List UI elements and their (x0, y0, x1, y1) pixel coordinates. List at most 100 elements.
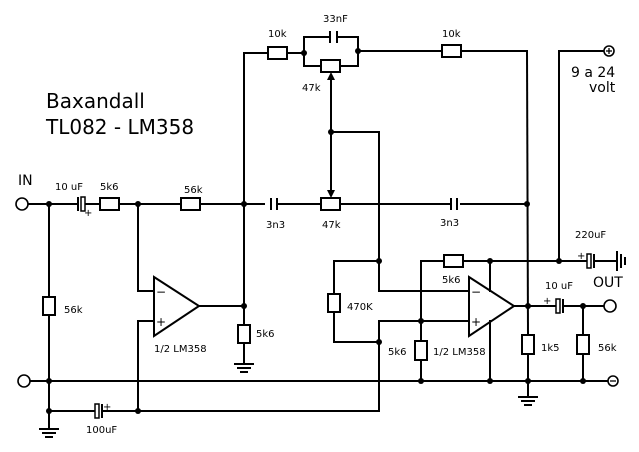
label-opamp-1: 1/2 LM358 (154, 344, 207, 355)
label-opamp-2: 1/2 LM358 (433, 347, 486, 358)
label-r-feedback: 5k6 (442, 275, 461, 286)
junction-dot (525, 303, 531, 309)
junction-dot (524, 201, 530, 207)
input-ground-terminal[interactable] (17, 374, 31, 388)
terminals (15, 45, 619, 388)
opamp-noninverting-sign: + (471, 315, 481, 329)
opamp-triangle (468, 275, 516, 338)
junction-dot (241, 303, 247, 309)
junction-dot (241, 201, 247, 207)
ground-icon (616, 251, 626, 271)
wiper-arrow-icon (327, 190, 335, 198)
label-r-in-series: 5k6 (100, 182, 119, 193)
junction-dot (46, 408, 52, 414)
resistors (42, 44, 590, 361)
resistor-470k (327, 293, 341, 313)
junction-dot (487, 258, 493, 264)
resistor-10k-bass-left (267, 46, 288, 60)
opamp-1: − + (153, 275, 201, 338)
title-line-2: TL082 - LM358 (45, 115, 194, 139)
label-r-bass-right: 10k (442, 29, 461, 40)
label-r-bass-left: 10k (268, 29, 287, 40)
label-pot-bass: 47k (302, 83, 321, 94)
capacitor-100uf (94, 403, 103, 419)
capacitor-33nf (329, 31, 338, 43)
junction-dot (135, 408, 141, 414)
junction-dot (556, 258, 562, 264)
supply-label-line-2: volt (589, 80, 616, 96)
junction-dot (328, 129, 334, 135)
supply-label-line-1: 9 a 24 (571, 65, 615, 81)
label-pot-treble: 47k (322, 220, 341, 231)
wire (525, 49, 530, 337)
resistor-56k-input (180, 197, 201, 211)
polarity-plus: + (84, 208, 92, 219)
opamp-inverting-sign: − (471, 285, 481, 299)
capacitor-3n3-left (270, 198, 278, 210)
label-r-bias-56k: 56k (64, 305, 83, 316)
junctions (46, 48, 586, 414)
polarity-plus: + (577, 251, 585, 262)
ground-symbols (39, 251, 626, 438)
resistor-1k5 (521, 334, 535, 355)
opamp-noninverting-sign: + (156, 315, 166, 329)
polarity-plus: + (103, 402, 111, 413)
title-line-1: Baxandall (46, 89, 145, 113)
label-c-in: 10 uF (55, 182, 83, 193)
ground-icon (234, 363, 254, 373)
label-c-treble-right: 3n3 (440, 218, 459, 229)
resistor-5k6-feedback (443, 254, 464, 268)
junction-dot (301, 50, 307, 56)
opamp-inverting-sign: − (156, 285, 166, 299)
ground-icon (518, 396, 538, 406)
label-c-out: 10 uF (545, 281, 573, 292)
label-r-in-56k: 56k (184, 185, 203, 196)
output-terminal[interactable] (603, 299, 617, 313)
resistor-56k-bias (42, 296, 56, 316)
label-c-treble-left: 3n3 (266, 220, 285, 231)
capacitor-3n3-right (450, 198, 458, 210)
polarity-plus: + (543, 296, 551, 307)
ground-icon (39, 428, 59, 438)
opamp-triangle (153, 275, 201, 338)
label-r-470k: 470K (347, 302, 373, 313)
output-label: OUT (593, 275, 623, 291)
junction-dot (46, 201, 52, 207)
junction-dot (46, 378, 52, 384)
label-c-bias: 100uF (86, 425, 117, 436)
resistor-10k-bass-right (441, 44, 462, 58)
wiper-arrow-icon (327, 72, 335, 80)
junction-dot (376, 258, 382, 264)
input-terminal[interactable] (15, 197, 29, 211)
junction-dot (525, 378, 531, 384)
opamp-2: − + (468, 275, 516, 338)
positive-supply-terminal[interactable] (603, 45, 615, 57)
label-r-1k5: 1k5 (541, 343, 560, 354)
junction-dot (135, 201, 141, 207)
potentiometer-bass[interactable] (320, 59, 341, 73)
junction-dot (355, 48, 361, 54)
label-r-load-5k6: 5k6 (256, 329, 275, 340)
resistor-5k6-input (99, 197, 120, 211)
input-label: IN (18, 173, 33, 189)
capacitor-220uf (586, 253, 595, 269)
resistor-5k6-load (237, 324, 251, 344)
junction-dot (580, 303, 586, 309)
resistor-56k-output (576, 334, 590, 355)
negative-supply-terminal[interactable] (607, 375, 619, 387)
capacitors (77, 31, 595, 419)
junction-dot (487, 378, 493, 384)
capacitor-10uf-output (555, 298, 564, 314)
resistor-5k6-bias-plus (414, 340, 428, 361)
junction-dot (418, 378, 424, 384)
wires (27, 36, 618, 428)
label-r-bias-plus: 5k6 (388, 347, 407, 358)
potentiometer-treble[interactable] (320, 197, 341, 211)
junction-dot (376, 339, 382, 345)
potentiometers (320, 59, 341, 211)
junction-dot (418, 318, 424, 324)
capacitor-10uf-input (77, 196, 86, 212)
label-c-supply: 220uF (575, 230, 606, 241)
label-c-bass: 33nF (323, 14, 348, 25)
